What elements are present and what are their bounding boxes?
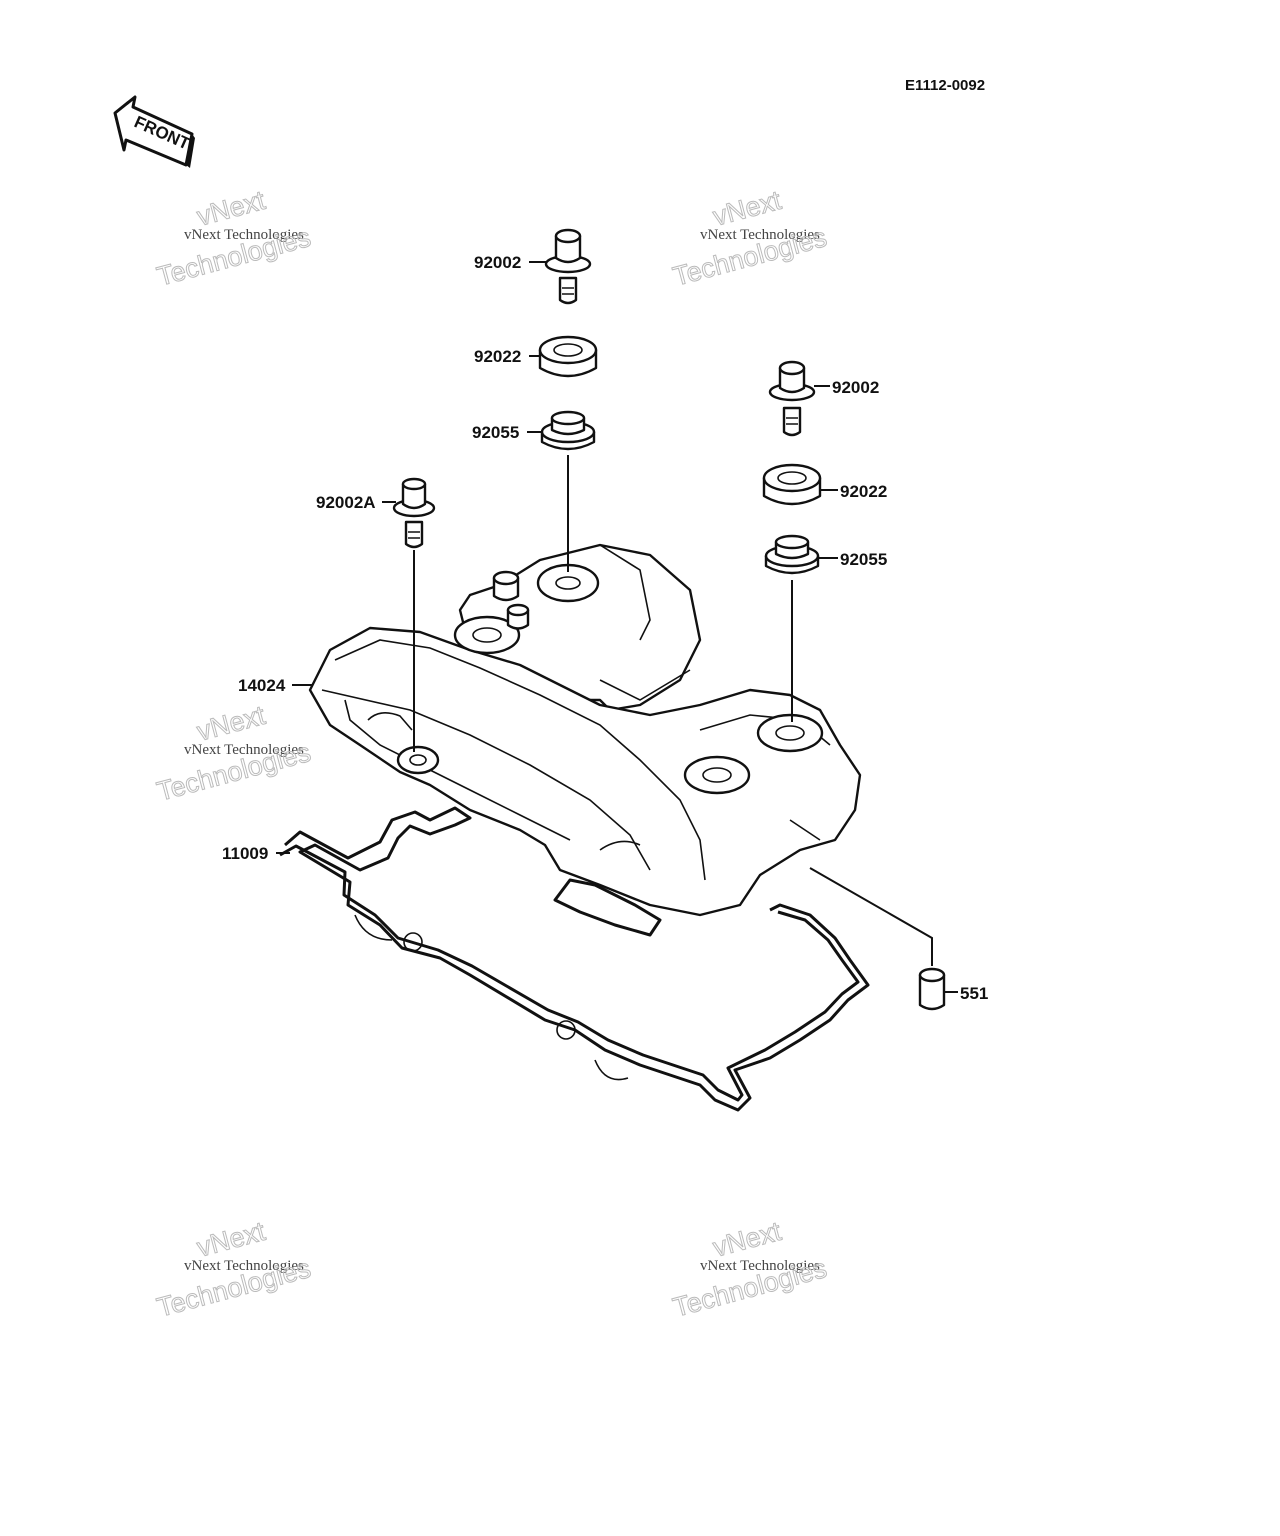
gasket-inner-opening [553,878,662,937]
gasket-bolt-eye-left [403,932,423,952]
svg-text:vNext: vNext [194,700,269,747]
watermark-top-left: vNext Technologies vNext Technologies [153,184,314,292]
callout-seal-top: 92055 [472,423,519,442]
svg-text:vNext Technologies: vNext Technologies [184,742,304,758]
callout-grommet-right: 92022 [840,482,887,501]
svg-text:vNext Technologies: vNext Technologies [700,227,820,243]
watermark-bottom-right: vNext Technologies vNext Technologies [669,1215,830,1323]
svg-text:vNext: vNext [194,1216,269,1263]
gasket-part [279,806,870,1112]
bolt-part-right [768,360,816,437]
callout-bolt-top: 92002 [474,253,521,272]
callout-dowel: 551 [960,984,988,1003]
svg-text:vNext Technologies: vNext Technologies [700,1258,820,1274]
bolt-part-side [392,477,436,549]
bolt-part-top [544,228,592,305]
svg-text:vNext Technologies: vNext Technologies [184,1258,304,1274]
svg-text:vNext Technologies: vNext Technologies [184,227,304,243]
seal-part-right [764,534,820,575]
callout-grommet-top: 92022 [474,347,521,366]
grommet-part-top [538,335,598,378]
cylinder-head-cover [308,543,862,917]
dowel-pin-part [918,967,946,1011]
grommet-part-right [762,463,822,506]
front-arrow-icon: FRONT [113,95,195,168]
gasket-bolt-eye-mid [556,1020,576,1040]
svg-text:vNext: vNext [194,185,269,232]
leader-cover-to-dowel [809,867,933,966]
callout-gasket: 11009 [222,844,268,863]
callout-seal-right: 92055 [840,550,887,569]
watermark-mid-left: vNext Technologies vNext Technologies [153,699,314,807]
watermark-top-right: vNext Technologies vNext Technologies [669,184,830,292]
callout-bolt-side: 92002A [316,493,376,512]
watermark-bottom-left: vNext Technologies vNext Technologies [153,1215,314,1323]
seal-part-top [540,410,596,451]
svg-text:vNext: vNext [710,1216,785,1263]
diagram-code: E1112-0092 [905,77,985,94]
callout-bolt-right: 92002 [832,378,879,397]
callout-cover: 14024 [238,676,286,695]
svg-text:vNext: vNext [710,185,785,232]
